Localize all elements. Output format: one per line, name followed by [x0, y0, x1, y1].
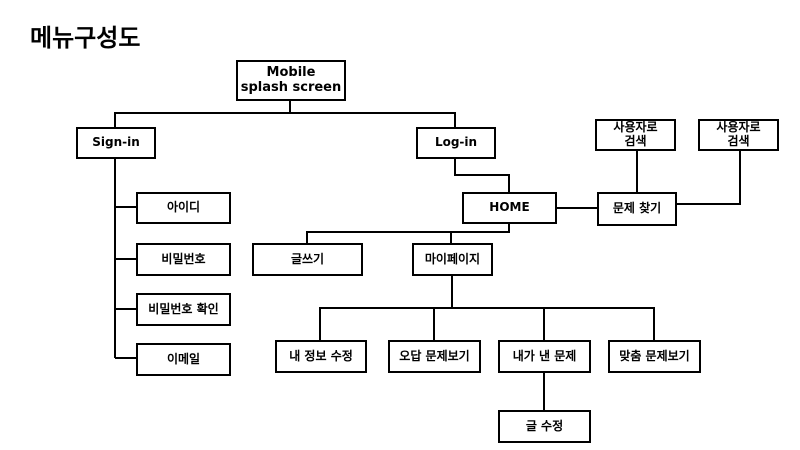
node-home: HOME	[462, 192, 557, 224]
node-my-problems: 내가 낸 문제	[498, 340, 591, 373]
node-find-problem: 문제 찾기	[597, 192, 677, 226]
node-id: 아이디	[136, 192, 231, 224]
node-search-user-2: 사용자로 검색	[698, 119, 779, 151]
node-edit-post: 글 수정	[498, 410, 591, 443]
node-splash: Mobile splash screen	[236, 60, 346, 101]
node-custom-problems: 맞춤 문제보기	[608, 340, 701, 373]
node-password: 비밀번호	[136, 243, 231, 276]
node-mypage: 마이페이지	[412, 243, 493, 276]
diagram-title: 메뉴구성도	[30, 24, 141, 52]
node-email: 이메일	[136, 343, 231, 376]
node-search-user-1: 사용자로 검색	[595, 119, 676, 151]
node-wrong-answers: 오답 문제보기	[388, 340, 481, 373]
node-edit-info: 내 정보 수정	[275, 340, 367, 373]
node-signin: Sign-in	[76, 127, 156, 159]
node-login: Log-in	[416, 127, 496, 159]
node-password-confirm: 비밀번호 확인	[136, 293, 231, 326]
node-write: 글쓰기	[252, 243, 363, 276]
